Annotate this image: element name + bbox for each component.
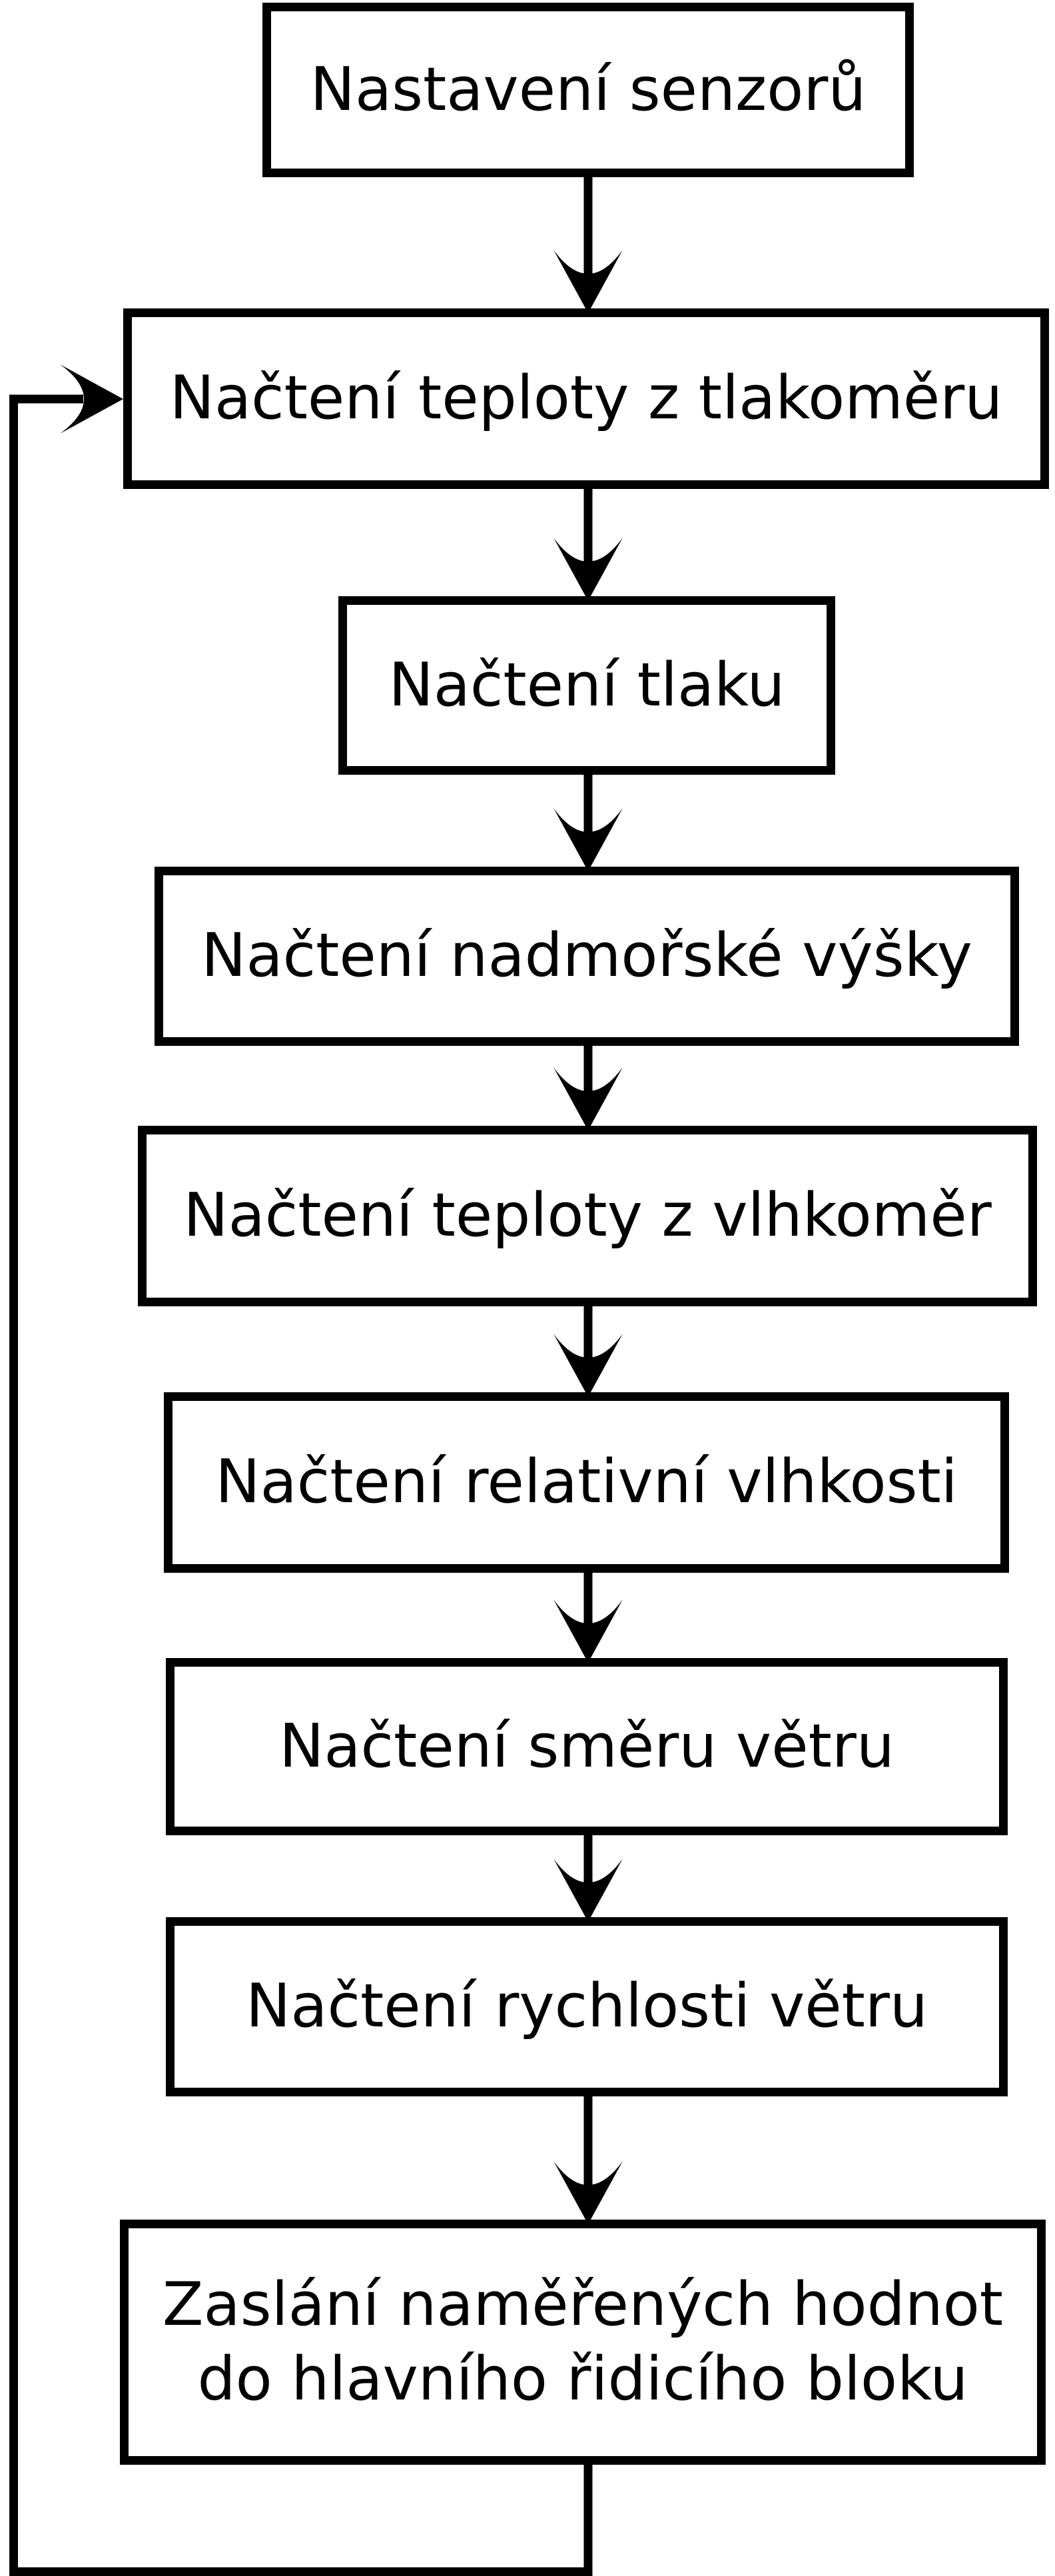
flow-node-label: Načtení relativní vlhkosti bbox=[215, 1447, 958, 1517]
flow-arrow-head bbox=[553, 1859, 623, 1922]
flow-node-n8: Načtení rychlosti větru bbox=[166, 1917, 1008, 2096]
flow-node-label: Nastavení senzorů bbox=[310, 54, 867, 125]
flow-node-n4: Načtení nadmořské výšky bbox=[155, 867, 1019, 1046]
flow-node-label: Načtení rychlosti větru bbox=[246, 1971, 928, 2042]
flow-node-label: Načtení nadmořské výšky bbox=[201, 921, 972, 991]
flow-node-n9: Zaslání naměřených hodnot do hlavního ři… bbox=[120, 2220, 1046, 2465]
flow-node-n1: Nastavení senzorů bbox=[262, 3, 914, 177]
flow-arrow-head bbox=[553, 538, 623, 601]
flow-arrow-head bbox=[553, 2161, 623, 2224]
loop-connector bbox=[9, 394, 593, 2576]
flow-node-label: Načtení směru větru bbox=[279, 1711, 894, 1781]
flow-arrow-head bbox=[553, 1334, 623, 1397]
flow-node-label: Načtení tlaku bbox=[388, 649, 785, 720]
flow-node-n5: Načtení teploty z vlhkoměr bbox=[138, 1126, 1037, 1306]
flow-node-label: Zaslání naměřených hodnot do hlavního ři… bbox=[162, 2269, 1004, 2415]
flow-node-n7: Načtení směru větru bbox=[166, 1658, 1008, 1835]
flow-arrow-head bbox=[553, 250, 623, 313]
flow-node-label: Načtení teploty z tlakoměru bbox=[169, 363, 1003, 434]
flow-node-n2: Načtení teploty z tlakoměru bbox=[123, 308, 1049, 489]
flow-node-n6: Načtení relativní vlhkosti bbox=[164, 1392, 1009, 1573]
flow-arrow-head bbox=[553, 808, 623, 871]
flow-arrow-head bbox=[60, 364, 123, 434]
flow-node-label: Načtení teploty z vlhkoměr bbox=[183, 1180, 992, 1251]
flow-arrow-head bbox=[553, 1599, 623, 1663]
flow-node-n3: Načtení tlaku bbox=[338, 596, 835, 775]
flow-arrow-head bbox=[553, 1067, 623, 1130]
